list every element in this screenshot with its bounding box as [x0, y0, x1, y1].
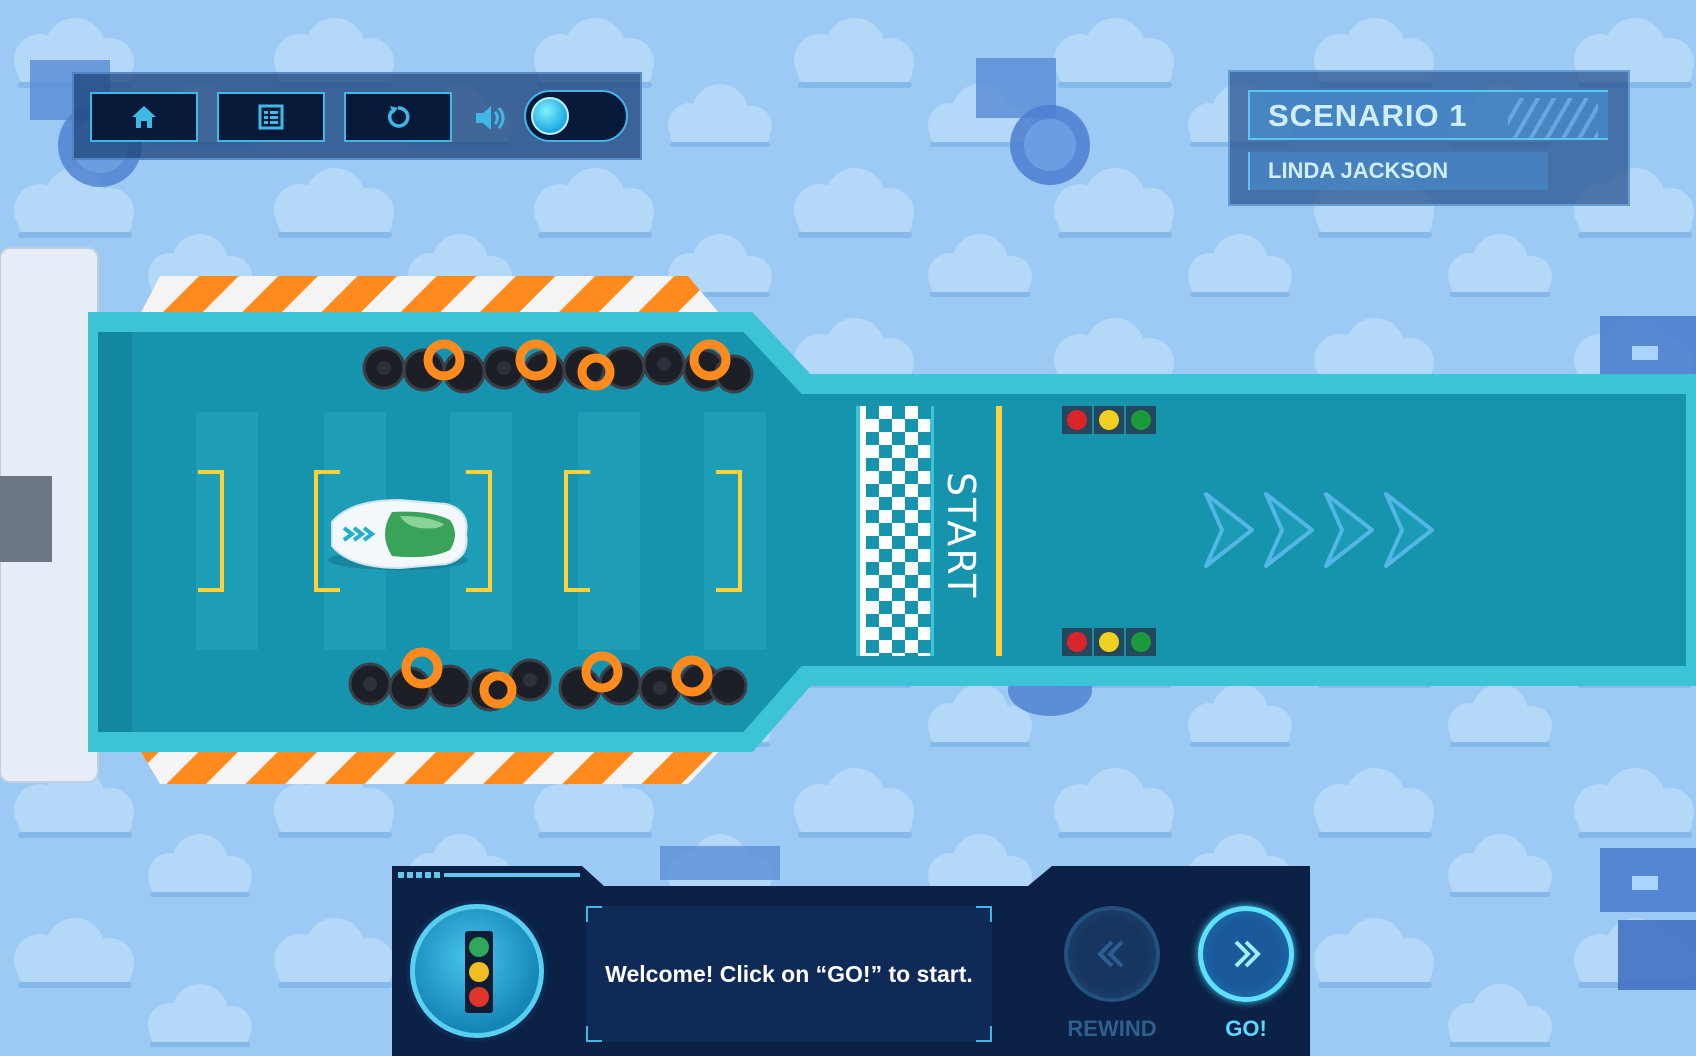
fast-forward-icon: [1234, 940, 1261, 968]
sound-toggle-knob: [531, 97, 569, 135]
scenario-title-bar: SCENARIO 1: [1248, 90, 1608, 140]
scenario-stripes: [1508, 98, 1598, 138]
start-label: START: [939, 472, 983, 599]
rewind-icon: [1097, 940, 1124, 968]
speaker-icon: [476, 106, 505, 130]
home-button[interactable]: [90, 92, 198, 142]
race-car: [328, 498, 468, 570]
race-track: START: [0, 247, 1696, 784]
sound-toggle[interactable]: [524, 90, 628, 142]
red-signal: [1067, 410, 1087, 430]
tire-wall-bottom: [348, 647, 748, 712]
message-box: Welcome! Click on “GO!” to start.: [586, 906, 992, 1042]
signal-lights-top: [1062, 406, 1156, 434]
red-signal: [1067, 632, 1087, 652]
rewind-label: REWIND: [1067, 1016, 1157, 1041]
yellow-signal: [1099, 632, 1119, 652]
signal-lights-bottom: [1062, 628, 1156, 656]
traffic-light-icon: [465, 931, 493, 1013]
tire-wall-top: [362, 339, 754, 394]
player-name-bar: LINDA JACKSON: [1248, 152, 1548, 190]
traffic-light-indicator: [410, 904, 544, 1038]
rewind-button[interactable]: [1064, 906, 1160, 1002]
list-icon: [258, 104, 284, 130]
green-signal: [1131, 632, 1151, 652]
grid-slot-markers: [198, 470, 742, 592]
scenario-title: SCENARIO 1: [1268, 98, 1468, 133]
direction-arrows: [1204, 492, 1434, 568]
start-line: [856, 406, 1002, 656]
scenario-panel: SCENARIO 1 LINDA JACKSON: [1228, 70, 1630, 206]
green-light: [469, 937, 489, 957]
restart-icon: [388, 106, 410, 128]
control-panel: Welcome! Click on “GO!” to start. REWIND…: [392, 866, 1310, 1056]
green-signal: [1131, 410, 1151, 430]
yellow-signal: [1099, 410, 1119, 430]
instruction-message: Welcome! Click on “GO!” to start.: [605, 960, 973, 987]
restart-button[interactable]: [344, 92, 452, 142]
sky-drone-right: [1600, 316, 1696, 990]
sky-drone-center: [976, 58, 1090, 185]
top-toolbar: [72, 72, 642, 160]
menu-button[interactable]: [217, 92, 325, 142]
go-label: GO!: [1225, 1016, 1267, 1041]
go-button[interactable]: [1198, 906, 1294, 1002]
player-name: LINDA JACKSON: [1268, 158, 1449, 183]
red-light: [469, 987, 489, 1007]
garage-door: [0, 476, 52, 562]
home-icon: [132, 106, 156, 128]
yellow-light: [469, 962, 489, 982]
